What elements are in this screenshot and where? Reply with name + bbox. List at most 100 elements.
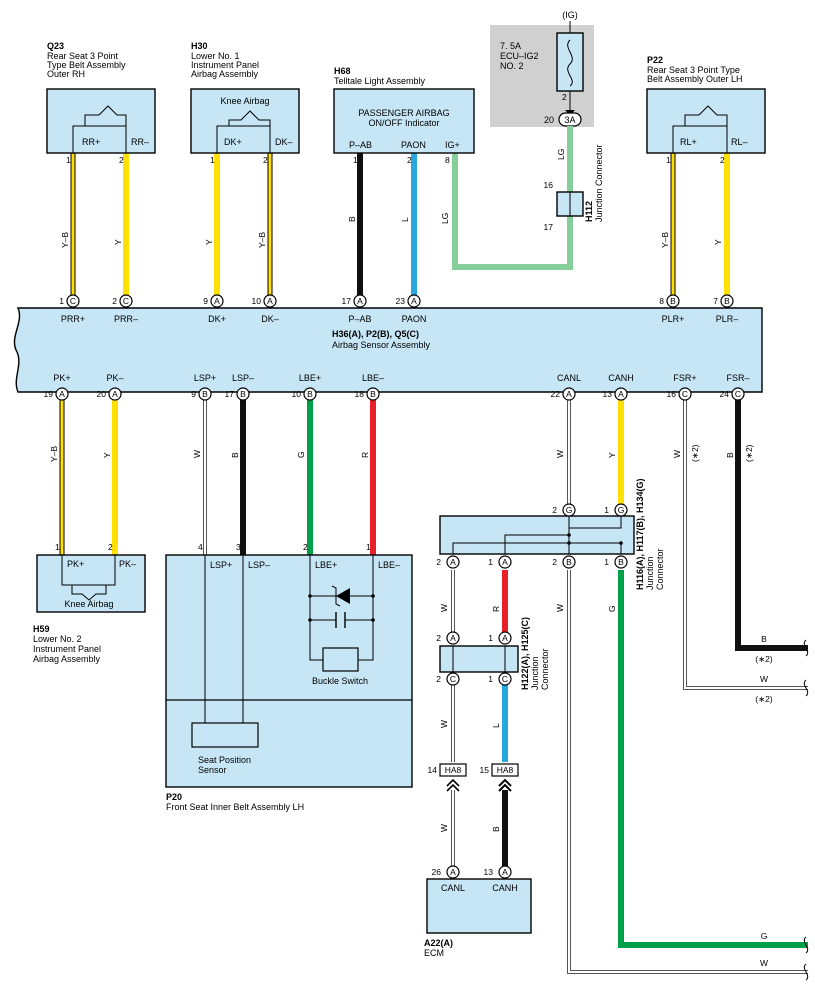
sensor-bottom-pin-pk-plus-number: 19 xyxy=(44,389,54,399)
wire-label-jc1-2b: W xyxy=(555,604,565,612)
svg-text:C: C xyxy=(450,674,456,684)
sensor-bottom-pin-pk-minus-number: 20 xyxy=(97,389,107,399)
sensor-top-pin-dk-plus-number: 9 xyxy=(203,296,208,306)
sensor-top-pin-plr-plus xyxy=(666,294,680,308)
p22-pin-2: 2 xyxy=(720,155,725,165)
ha8-pin-14: 14 xyxy=(428,765,438,775)
sensor-top-pin-prr-minus-conn: C xyxy=(123,296,129,306)
right-edge: B (∗2) W (∗2) G W xyxy=(755,634,809,981)
ecm-name: ECM xyxy=(424,948,444,958)
fuse-pin-20: 20 xyxy=(544,115,554,125)
wire-label-jc2-1c: L xyxy=(491,723,501,728)
sensor-bottom-pin-lbe-minus-number: 18 xyxy=(355,389,365,399)
jc2-pin-2a: 2 xyxy=(436,633,441,643)
seat-sensor-label-2: Sensor xyxy=(198,765,227,775)
jc1-pin-1g-conn: G xyxy=(618,505,625,515)
h30-pin-1: 1 xyxy=(210,155,215,165)
wire-label-right-b: B xyxy=(761,634,767,644)
h68-terminal-paon: PAON xyxy=(401,140,426,150)
jc2-code: H122(A), H125(C) xyxy=(520,617,530,690)
svg-text:B: B xyxy=(566,557,572,567)
sensor-bottom-pin-lsp-plus xyxy=(198,387,212,401)
jc2-pin-1a: 1 xyxy=(488,633,493,643)
sensor-top-pin-dk-minus-number: 10 xyxy=(252,296,262,306)
jc1-label-1: Junction xyxy=(645,556,655,590)
ecm-code: A22(A) xyxy=(424,938,453,948)
fuse-rating: 7. 5A xyxy=(500,41,521,51)
wire-label-lsp-plus: W xyxy=(192,450,202,458)
svg-text:A: A xyxy=(502,633,508,643)
jc1-pin-1b: 1 xyxy=(604,557,609,567)
jc2-label-1: Junction xyxy=(530,656,540,690)
wire-label-h30-2: Y–B xyxy=(257,232,267,248)
h30-name-line2: Instrument Panel xyxy=(191,60,259,70)
h59-code: H59 xyxy=(33,624,50,634)
h112-code: H112 xyxy=(584,201,594,222)
sensor-bottom-pin-canl-conn: A xyxy=(566,389,572,399)
sensor-bottom-pin-lbe-plus-number: 10 xyxy=(292,389,302,399)
h68-pin-8: 8 xyxy=(445,155,450,165)
jc1-label-2: Connector xyxy=(655,548,665,590)
wire-label-fsr-minus: B xyxy=(725,452,735,458)
p20-name: Front Seat Inner Belt Assembly LH xyxy=(166,802,304,812)
fuse-conn-3a: 3A xyxy=(564,115,575,125)
p20-terminal-lbe-plus: LBE+ xyxy=(315,560,337,570)
sensor-bottom-pin-fsr-minus-number: 24 xyxy=(720,389,730,399)
fuse-icon xyxy=(567,39,573,87)
ecm-pin-26: 26 xyxy=(432,867,442,877)
sensor-top-pin-dk-minus xyxy=(263,294,277,308)
sensor-bottom-pin-lsp-minus-number: 17 xyxy=(225,389,235,399)
sensor-bottom-pin-lbe-minus xyxy=(366,387,380,401)
wire-label-pk-plus: Y–B xyxy=(49,446,59,462)
svg-text:A: A xyxy=(502,867,508,877)
svg-text:C: C xyxy=(502,674,508,684)
sensor-top-pin-paon-number: 23 xyxy=(396,296,406,306)
h30-terminal-dk-plus: DK+ xyxy=(224,137,242,147)
h68-code: H68 xyxy=(334,66,351,76)
sensor-bottom-pin-fsr-minus-conn: C xyxy=(735,389,741,399)
p20-terminal-lsp-minus: LSP– xyxy=(248,560,270,570)
sensor-top-terminal-paon: PAON xyxy=(402,314,427,324)
sensor-bottom-terminal-canl: CANL xyxy=(557,373,581,383)
p20-pin-1: 1 xyxy=(366,542,371,552)
component-ecm: A 26 A 13 CANL CANH A22(A) ECM xyxy=(424,865,532,958)
sensor-top-pin-paon-conn: A xyxy=(411,296,417,306)
sensor-bottom-terminal-canh: CANH xyxy=(608,373,634,383)
sensor-top-terminal-dk-minus: DK– xyxy=(261,314,279,324)
component-h30: H30 Lower No. 1 Instrument Panel Airbag … xyxy=(190,41,300,165)
sensor-top-pin-paon xyxy=(407,294,421,308)
fuse-name: ECU–IG2 xyxy=(500,51,539,61)
sensor-bottom-pin-pk-plus xyxy=(55,387,69,401)
wire-label-fuse-lg: LG xyxy=(556,149,566,160)
jc1-pin-2g: 2 xyxy=(552,505,557,515)
sensor-top-pin-plr-minus-conn: B xyxy=(724,296,730,306)
sensor-bottom-pin-fsr-minus xyxy=(731,387,745,401)
wire-label-fsr-plus: W xyxy=(672,450,682,458)
fuse-pin-2: 2 xyxy=(562,92,567,102)
sensor-top-pin-dk-plus-conn: A xyxy=(214,296,220,306)
sensor-bottom-pin-canl xyxy=(562,387,576,401)
wire-label-lbe-minus: R xyxy=(360,452,370,458)
wire-label-bottom-w: W xyxy=(760,958,768,968)
sensor-bottom-terminal-lsp-plus: LSP+ xyxy=(194,373,216,383)
wire-label-h30-1: Y xyxy=(204,239,214,245)
svg-text:A: A xyxy=(450,867,456,877)
wire-label-fsr-minus-note: (∗2) xyxy=(744,444,754,462)
sensor-bottom-pin-lbe-plus-conn: B xyxy=(307,389,313,399)
jc2-pin-2c: 2 xyxy=(436,674,441,684)
wire-label-pk-minus: Y xyxy=(102,452,112,458)
jc2-pin-1c: 1 xyxy=(488,674,493,684)
p20-pin-4: 4 xyxy=(198,542,203,552)
sensor-bottom-terminal-pk-minus: PK– xyxy=(106,373,123,383)
ig-label: (IG) xyxy=(562,10,578,20)
connector-ha8: 14 HA8 15 HA8 W B xyxy=(428,763,519,832)
ecm-pin-13: 13 xyxy=(484,867,494,877)
sensor-top-pin-p-minusab xyxy=(353,294,367,308)
sensor-bottom-pin-lbe-plus xyxy=(303,387,317,401)
sensor-bottom-pin-lsp-plus-number: 9 xyxy=(191,389,196,399)
sensor-top-terminal-prr-minus: PRR– xyxy=(114,314,138,324)
junction-connector-2: A 2 A 1 C 2 C 1 H122(A), H125(C) Junctio… xyxy=(436,617,550,728)
sensor-bottom-terminal-pk-plus: PK+ xyxy=(53,373,70,383)
wire-label-right-w: W xyxy=(760,674,768,684)
q23-terminal-rr-minus: RR– xyxy=(131,137,149,147)
